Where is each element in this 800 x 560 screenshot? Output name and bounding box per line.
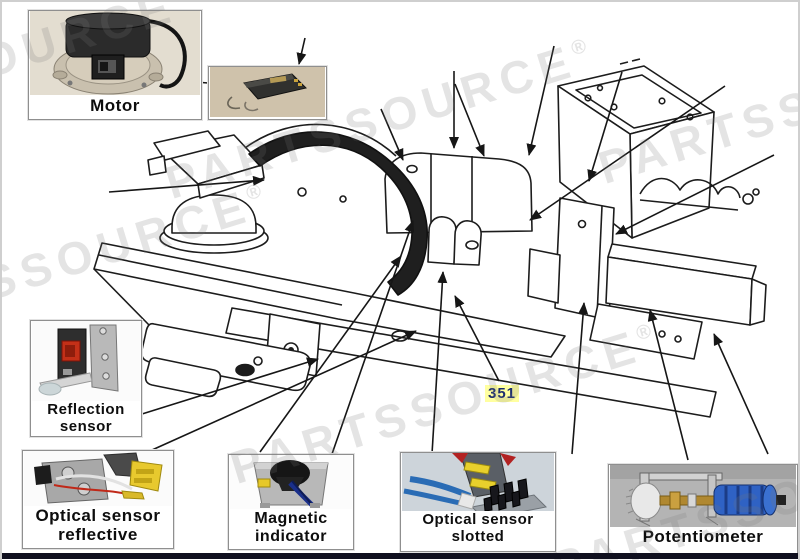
inset-magnetic-indicator: Magnetic indicator <box>228 454 354 550</box>
inset-component-photo <box>208 66 327 120</box>
magnetic-indicator-photo <box>230 455 352 509</box>
component-photo <box>210 67 325 117</box>
c-arm-band <box>244 123 428 296</box>
optical-sensor-reflective-label-line2: reflective <box>58 525 138 545</box>
magnetic-indicator-label-line2: indicator <box>254 528 328 546</box>
detail-holes <box>297 187 479 250</box>
drive-prism <box>527 243 767 360</box>
magnetic-indicator-label-line1: Magnetic <box>254 510 328 527</box>
inset-optical-sensor-slotted: Optical sensor slotted <box>400 452 556 552</box>
tube-head-turret <box>147 130 269 254</box>
inset-optical-sensor-reflective: Optical sensor reflective <box>22 450 174 549</box>
optical-sensor-slotted-label-line1: Optical sensor <box>422 511 534 528</box>
table-top <box>93 242 566 358</box>
potentiometer-photo <box>610 465 796 527</box>
reflection-sensor-label-line2: sensor <box>59 418 113 436</box>
inset-motor: Motor <box>28 10 202 120</box>
callout-arrows <box>108 37 775 461</box>
bottom-border <box>2 553 798 559</box>
potentiometer-label: Potentiometer <box>642 527 764 546</box>
optical-sensor-reflective-label-line1: Optical sensor <box>35 506 161 525</box>
clamp-bracket <box>639 177 760 211</box>
optical-sensor-slotted-label-line2: slotted <box>451 528 505 546</box>
optical-sensor-reflective-photo <box>24 451 172 506</box>
inset-reflection-sensor: Reflection sensor <box>30 320 142 437</box>
part-number-351: 351 <box>485 385 520 402</box>
reflection-sensor-photo <box>32 321 140 401</box>
motor-photo <box>30 11 200 95</box>
sensor-plate <box>554 197 615 321</box>
inset-potentiometer: Potentiometer <box>608 464 798 554</box>
optical-sensor-slotted-photo <box>402 453 554 511</box>
motor-label: Motor <box>90 96 140 115</box>
reflection-sensor-label-line1: Reflection <box>47 401 125 418</box>
